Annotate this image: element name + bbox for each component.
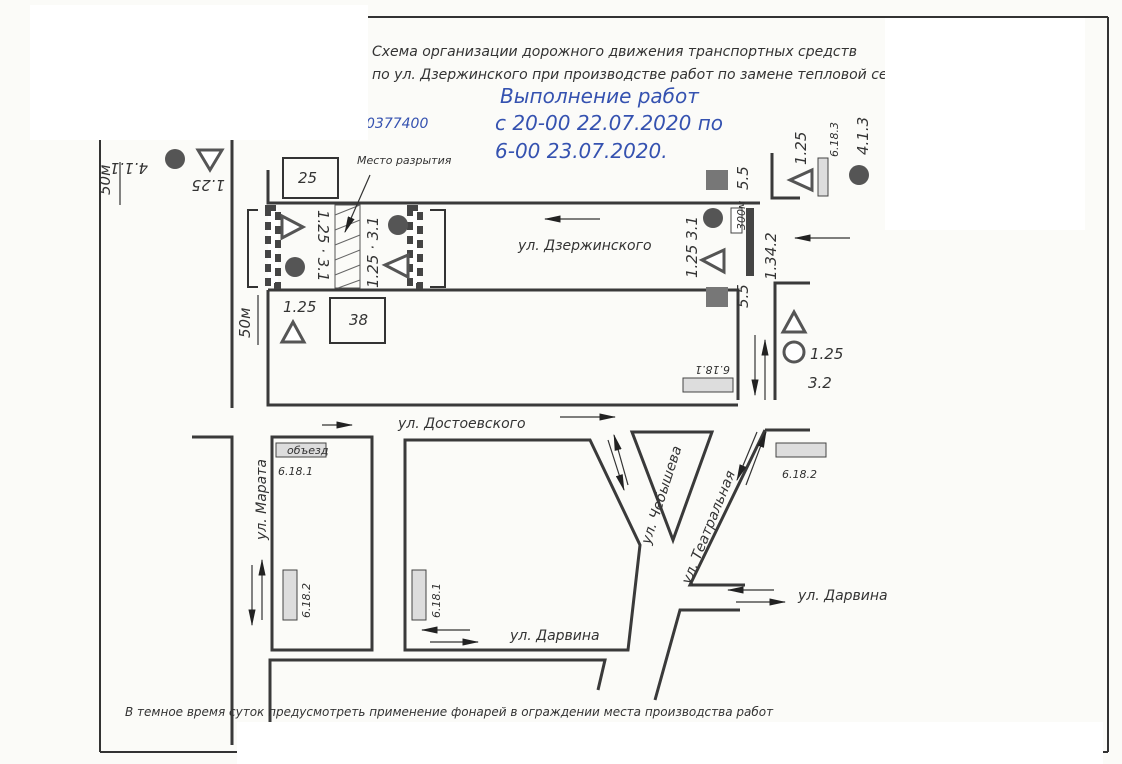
redaction-box bbox=[885, 18, 1085, 230]
street-darvina-1: ул. Дарвина bbox=[509, 628, 600, 644]
lane-arrow-sign-icon bbox=[706, 287, 728, 307]
sign-code: 1.25 bbox=[192, 176, 225, 194]
road-signs bbox=[165, 148, 869, 621]
sign-300m-label: 300м bbox=[735, 201, 748, 230]
roadworks-sign-icon bbox=[280, 213, 307, 241]
handwritten-works: Выполнение работ bbox=[500, 84, 700, 108]
excavation-label: Место разрытия bbox=[357, 154, 452, 167]
no-entry-sign-icon bbox=[703, 208, 723, 228]
lane-arrow-sign-icon bbox=[706, 170, 728, 190]
street-dostoevskogo: ул. Достоевского bbox=[397, 416, 526, 432]
sign-code: 6.18.2 bbox=[300, 583, 313, 618]
detour-sign-icon bbox=[282, 569, 298, 621]
roadworks-sign-icon bbox=[698, 247, 726, 275]
handwritten-start: с 20-00 22.07.2020 по bbox=[495, 111, 723, 135]
excavation-zone bbox=[247, 174, 446, 289]
roadworks-sign-icon bbox=[279, 318, 307, 344]
sign-code: 5.5 bbox=[734, 166, 752, 190]
no-entry-sign-icon bbox=[285, 257, 305, 277]
sign-code: 1.25 bbox=[810, 345, 843, 363]
detour-label: объезд bbox=[287, 444, 329, 457]
detour-sign-icon bbox=[411, 569, 427, 621]
detour-sign-icon bbox=[775, 442, 827, 458]
sign-code: 1.25 bbox=[283, 298, 316, 316]
handwritten-code: 0377400 bbox=[366, 116, 428, 132]
sign-code: 1.34.2 bbox=[762, 232, 780, 280]
street-teatralnaya: ул. Театральная bbox=[678, 468, 738, 587]
sign-code: 1.25 3.1 bbox=[683, 216, 701, 278]
roadworks-sign-icon bbox=[786, 167, 814, 193]
redaction-box bbox=[237, 722, 1103, 764]
road-network bbox=[192, 118, 810, 750]
sign-code: 6.18.1 bbox=[430, 583, 443, 618]
no-entry-sign-icon bbox=[388, 215, 408, 235]
street-darvina-2: ул. Дарвина bbox=[797, 588, 888, 604]
no-traffic-sign-icon bbox=[782, 340, 806, 364]
sign-code: 1.25 bbox=[792, 132, 810, 165]
detour-sign-icon bbox=[817, 157, 829, 197]
building-38 bbox=[329, 297, 386, 344]
traffic-arrows bbox=[119, 162, 850, 646]
roadworks-sign-icon bbox=[195, 148, 225, 173]
sign-code: 5.5 bbox=[734, 284, 752, 308]
sign-code: 6.18.1 bbox=[278, 465, 313, 478]
distance-mid: 50м bbox=[236, 308, 254, 338]
detour-sign-icon bbox=[682, 377, 734, 393]
roadworks-sign-icon bbox=[381, 252, 410, 280]
sign-4-1-1-icon bbox=[165, 149, 185, 169]
sign-code: 4.1.1 bbox=[110, 159, 148, 177]
street-marata: ул. Марата bbox=[254, 459, 270, 541]
roadworks-sign-icon bbox=[780, 308, 808, 334]
sign-4-1-3-icon bbox=[849, 165, 869, 185]
sign-code: 4.1.3 bbox=[854, 117, 872, 155]
sign-code: 6.18.1 bbox=[695, 363, 730, 376]
handwritten-end: 6-00 23.07.2020. bbox=[495, 139, 668, 163]
sign-code: 3.2 bbox=[808, 374, 832, 392]
street-chebysheva: ул. Чебышева bbox=[638, 444, 685, 547]
footnote: В темное время суток предусмотреть приме… bbox=[125, 705, 774, 719]
title-line-2: по ул. Дзержинского при производстве раб… bbox=[372, 67, 905, 83]
redaction-box bbox=[30, 5, 368, 140]
building-25 bbox=[282, 157, 339, 199]
distance-top: 50м bbox=[96, 165, 114, 195]
building-38-label: 38 bbox=[349, 311, 368, 329]
chevron-sign-icon bbox=[746, 208, 754, 276]
building-25-label: 25 bbox=[298, 169, 317, 187]
sign-code: 6.18.3 bbox=[828, 122, 841, 157]
street-dzerzhinskogo: ул. Дзержинского bbox=[517, 238, 652, 254]
sign-code: 6.18.2 bbox=[782, 468, 817, 481]
sign-code: 1.25 · 3.1 bbox=[364, 216, 382, 288]
sign-code: 1.25 · 3.1 bbox=[314, 210, 332, 282]
title-line-1: Схема организации дорожного движения тра… bbox=[372, 44, 857, 60]
detour-sign-icon bbox=[275, 442, 327, 458]
